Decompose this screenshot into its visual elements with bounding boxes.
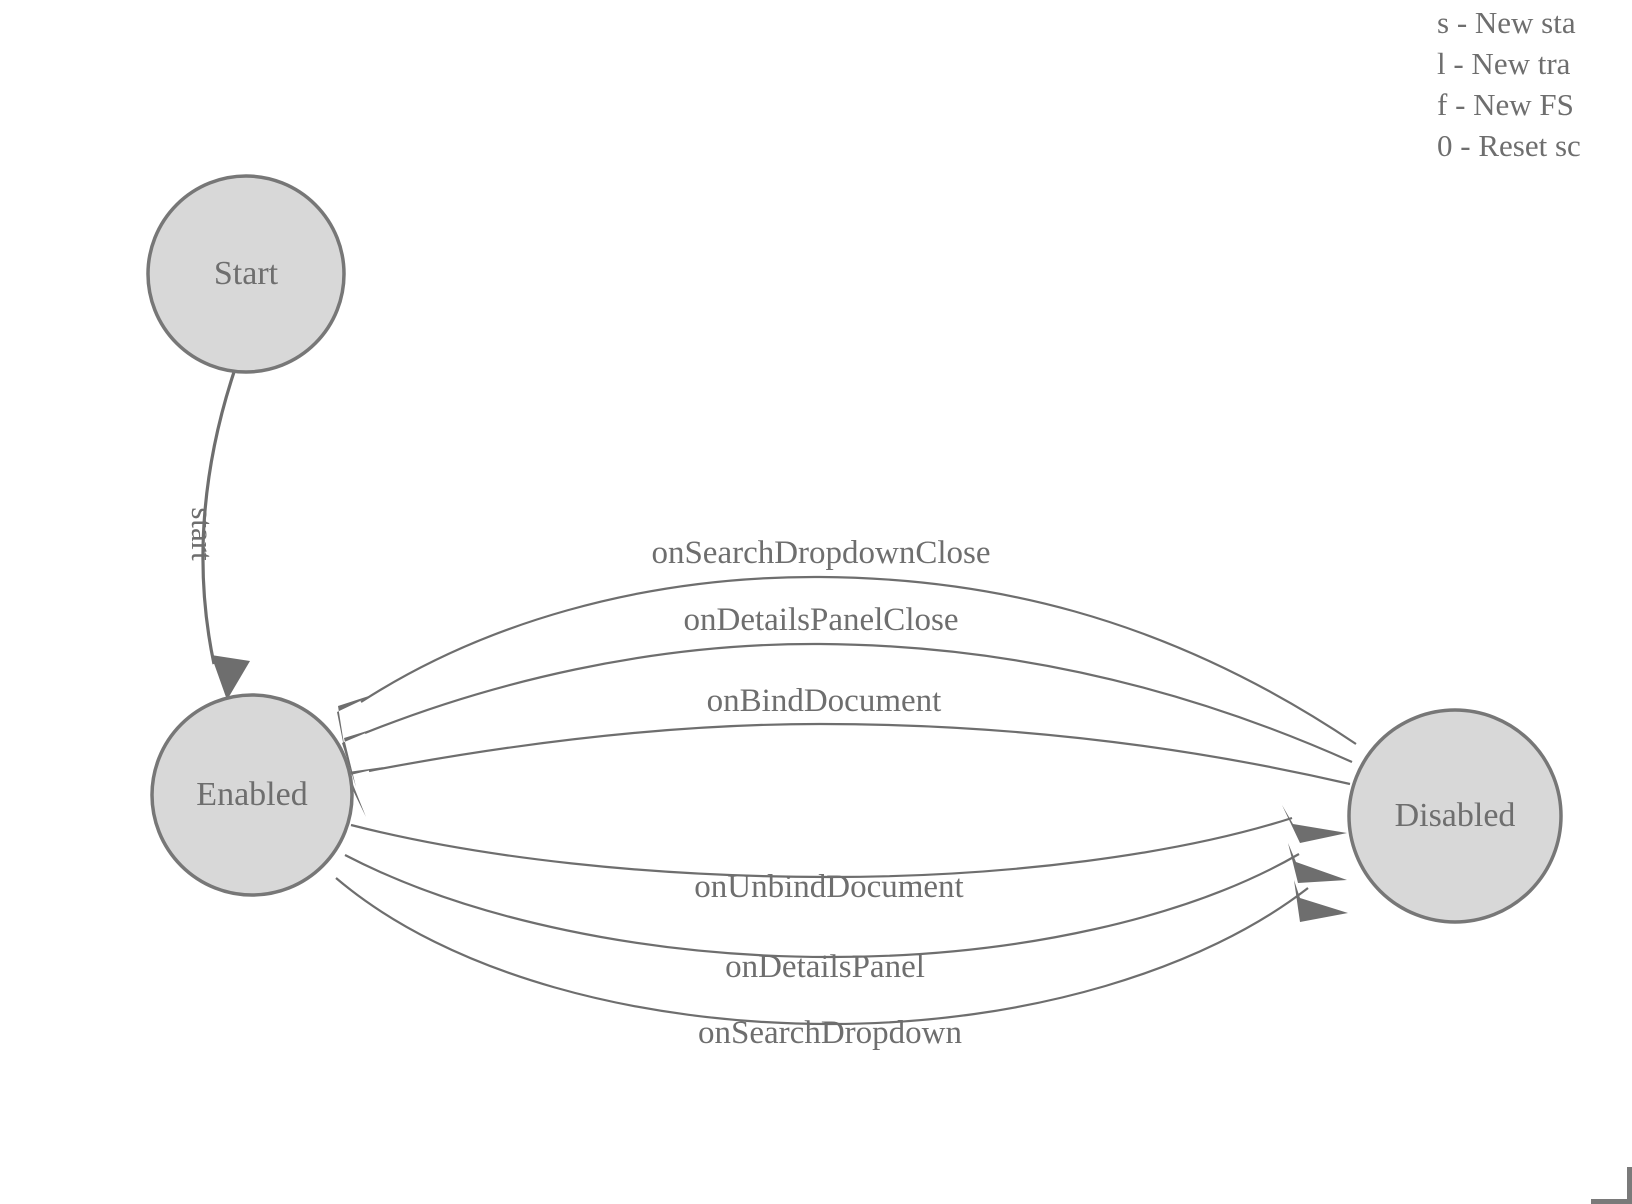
transition-onbinddocument[interactable] xyxy=(346,722,1351,817)
transition-onsearchdropdown-path[interactable] xyxy=(335,877,1309,1026)
node-start[interactable]: Start xyxy=(146,174,346,374)
transition-onsearchdropdown[interactable] xyxy=(335,877,1348,1026)
node-enabled-label: Enabled xyxy=(196,776,307,813)
transition-onsearchdropdownclose-arrowhead xyxy=(337,694,375,757)
help-line-new-state: s - New sta xyxy=(1437,5,1576,40)
transition-start-label: start xyxy=(185,507,220,561)
transition-onsearchdropdown-arrowhead xyxy=(1294,880,1348,922)
node-enabled-circle[interactable] xyxy=(150,693,354,897)
transition-start-arrowhead xyxy=(211,655,250,700)
help-line-new-transition: l - New tra xyxy=(1437,46,1571,81)
transition-ondetailspanel-arrowhead xyxy=(1288,843,1347,883)
help-line-new-fsm: f - New FS xyxy=(1437,87,1574,122)
transition-onunbinddocument-path[interactable] xyxy=(350,816,1293,879)
transition-ondetailspanelclose-label: onDetailsPanelClose xyxy=(684,602,959,638)
transition-onunbinddocument-label: onUnbindDocument xyxy=(694,869,963,905)
resize-corner-handle[interactable] xyxy=(1591,1167,1632,1204)
node-disabled[interactable]: Disabled xyxy=(1347,708,1563,924)
transition-ondetailspanel-path[interactable] xyxy=(344,853,1300,959)
transition-onsearchdropdownclose-path[interactable] xyxy=(360,575,1357,745)
transition-start-path[interactable] xyxy=(201,371,236,665)
transition-onbinddocument-path[interactable] xyxy=(368,722,1351,786)
transition-onbinddocument-label: onBindDocument xyxy=(707,683,942,719)
transition-onunbinddocument-arrowhead xyxy=(1282,805,1347,843)
keyboard-shortcuts-help: s - New sta l - New tra f - New FS 0 - R… xyxy=(1427,0,1632,166)
transition-ondetailspanel-label: onDetailsPanel xyxy=(725,949,925,985)
node-disabled-circle[interactable] xyxy=(1347,708,1563,924)
node-disabled-label: Disabled xyxy=(1395,797,1516,834)
transition-onsearchdropdown-label: onSearchDropdown xyxy=(698,1015,962,1051)
node-enabled[interactable]: Enabled xyxy=(150,693,354,897)
transition-ondetailspanel[interactable] xyxy=(344,843,1347,959)
node-start-label: Start xyxy=(214,255,279,292)
transition-ondetailspanelclose-path[interactable] xyxy=(364,642,1353,764)
transition-onsearchdropdownclose-label: onSearchDropdownClose xyxy=(651,535,990,571)
transition-start[interactable] xyxy=(201,371,250,700)
help-line-reset: 0 - Reset sc xyxy=(1437,128,1581,163)
transition-onunbinddocument[interactable] xyxy=(350,805,1347,879)
node-start-circle[interactable] xyxy=(146,174,346,374)
transition-onsearchdropdownclose[interactable] xyxy=(337,575,1357,757)
